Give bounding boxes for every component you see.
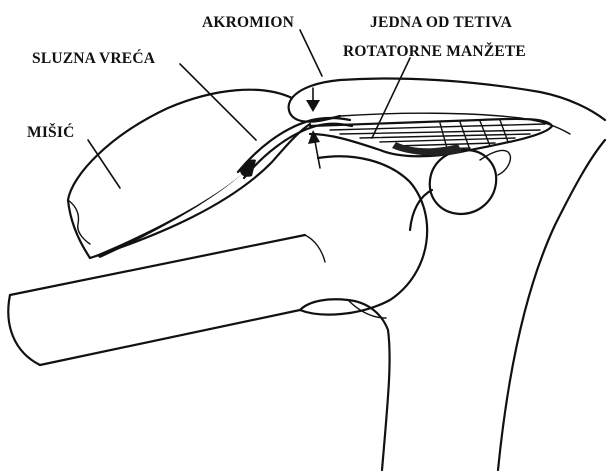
leader-sluzna-vreca (180, 64, 256, 140)
leader-akromion (300, 30, 322, 76)
muscle-body (68, 90, 310, 258)
scapula-outline (300, 140, 605, 470)
label-misic: MIŠIĆ (27, 124, 75, 141)
label-akromion: AKROMION (202, 14, 294, 31)
glenoid-coracoid (410, 150, 510, 230)
humeral-head (300, 156, 427, 314)
rotator-cuff-tendon (310, 119, 552, 156)
label-sluzna-vreca: SLUZNA VREĆA (32, 50, 156, 67)
label-tetiva-line2: ROTATORNE MANŽETE (343, 43, 526, 60)
leader-tetiva (372, 58, 410, 138)
leader-misic (88, 140, 120, 188)
label-tetiva-line1: JEDNA OD TETIVA (370, 14, 513, 31)
humerus-shaft (8, 235, 305, 365)
